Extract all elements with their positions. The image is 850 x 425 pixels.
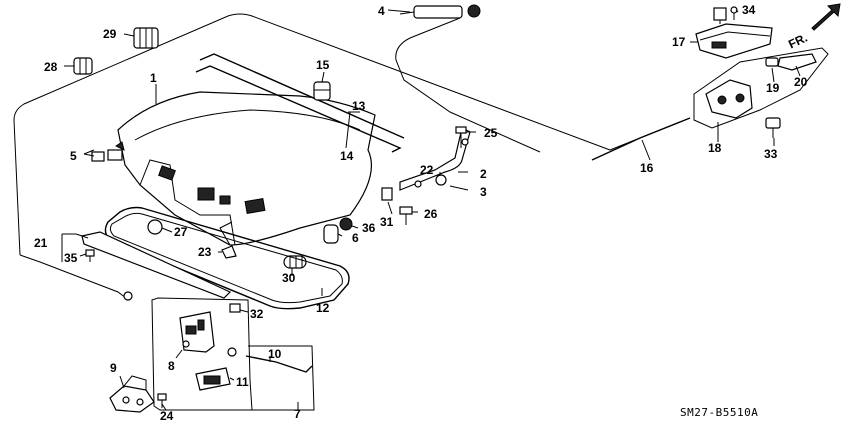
grommet-22: [435, 174, 447, 186]
release-cable: [13, 13, 611, 256]
cushion-27: [147, 219, 163, 235]
callout-30: 30: [282, 271, 296, 285]
clip-23: [221, 245, 237, 259]
bolt-35: [85, 249, 95, 262]
callout-26: 26: [424, 207, 438, 221]
bolt-32: [229, 303, 241, 313]
cable-end-4: [395, 4, 541, 153]
lock-assembly-frame: [151, 297, 253, 411]
lever-20: [777, 53, 817, 71]
latch-bolt: [227, 347, 237, 357]
leader-lines: [61, 9, 801, 411]
trunk-latch-8: [179, 311, 215, 353]
callout-18: 18: [708, 141, 722, 155]
callout-8: 8: [168, 359, 175, 373]
callout-7: 7: [294, 407, 301, 421]
callout-labels: 1 2 3 4 5 6 7 8 9 10 11 12 13 14 15 16 1…: [34, 3, 808, 423]
callout-4: 4: [378, 4, 385, 18]
callout-27: 27: [174, 225, 188, 239]
callout-32: 32: [250, 307, 264, 321]
callout-11: 11: [236, 375, 249, 389]
screw-34: [730, 6, 738, 20]
callout-28: 28: [44, 60, 58, 74]
clip-31: [381, 187, 393, 201]
callout-22: 22: [420, 163, 434, 177]
bolt-24: [157, 393, 167, 408]
knob-19: [765, 57, 779, 67]
bolt-33: [765, 117, 781, 138]
cushion-6: [323, 224, 339, 244]
torsion-bar-lower: [199, 53, 405, 139]
striker-9: [109, 375, 155, 413]
callout-1: 1: [150, 71, 157, 85]
lever-assembly-frame: [693, 47, 829, 129]
lever-housing-17: [695, 7, 773, 59]
callout-2: 2: [480, 167, 487, 181]
lock-cylinder-11: [195, 367, 231, 391]
bolt-25: [455, 126, 467, 148]
callout-19: 19: [766, 81, 780, 95]
clip-29: [133, 27, 159, 49]
callout-34: 34: [742, 3, 756, 17]
cushion-36: [339, 217, 353, 231]
front-direction-label: FR.: [786, 31, 809, 52]
callout-12: 12: [316, 301, 330, 315]
trunk-lid: [117, 91, 376, 246]
front-direction-arrow: FR.: [786, 3, 841, 52]
callout-36: 36: [362, 221, 376, 235]
callout-24: 24: [160, 409, 174, 423]
callout-20: 20: [794, 75, 808, 89]
callout-5: 5: [70, 149, 77, 163]
callout-33: 33: [764, 147, 778, 161]
callout-13: 13: [352, 99, 366, 113]
callout-25: 25: [484, 126, 498, 140]
callout-15: 15: [316, 58, 330, 72]
callout-3: 3: [480, 185, 487, 199]
cable-end-21: [19, 231, 232, 301]
callout-17: 17: [672, 35, 686, 49]
callout-35: 35: [64, 251, 78, 265]
callout-23: 23: [198, 245, 212, 259]
clip-28: [73, 57, 93, 75]
lock-rod-10: [245, 355, 313, 373]
callout-16: 16: [640, 161, 654, 175]
bolt-26: [399, 206, 413, 225]
callout-6: 6: [352, 231, 359, 245]
clip-5: [91, 141, 125, 162]
bump-stop-15: [313, 81, 331, 101]
callout-9: 9: [110, 361, 117, 375]
callout-31: 31: [380, 215, 394, 229]
callout-10: 10: [268, 347, 282, 361]
opener-lever-18: [705, 79, 753, 119]
callout-14: 14: [340, 149, 354, 163]
torsion-bar-upper: [195, 65, 402, 153]
seal-30: [283, 255, 307, 269]
callout-21: 21: [34, 236, 48, 250]
callout-29: 29: [103, 27, 117, 41]
diagram-code: SM27-B5510A: [680, 406, 758, 419]
trunk-hinge: [399, 127, 471, 191]
